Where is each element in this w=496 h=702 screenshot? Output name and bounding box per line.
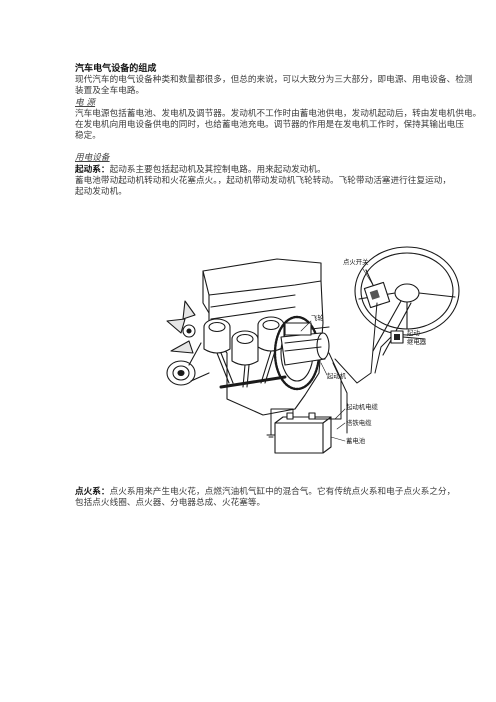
ignition-switch-drawing bbox=[363, 269, 391, 309]
starting-system-diagram: 点火开关 飞轮 起动 继电器 起动机 起动机电缆 搭铁电缆 蓄电池 bbox=[145, 223, 496, 468]
leader-lines bbox=[300, 268, 374, 442]
document-title: 汽车电气设备的组成 bbox=[75, 64, 157, 74]
devices-heading: 用电设备 bbox=[75, 153, 110, 163]
starting-system-illustration: 点火开关 飞轮 起动 继电器 起动机 起动机电缆 搭铁电缆 蓄电池 bbox=[166, 246, 460, 454]
starter-relay-drawing bbox=[390, 330, 404, 344]
starter-motor-drawing bbox=[280, 322, 330, 366]
label-starter-cable: 起动机电缆 bbox=[346, 402, 379, 411]
power-line-1: 汽车电源包括蓄电池、发电机及调节器。发动机不工作时由蓄电池供电，发动机起动后，转… bbox=[75, 109, 482, 119]
wiring-drawing bbox=[266, 302, 426, 438]
starting-system-line-2: 蓄电池带动起动机转动和火花塞点火。，起动机带动发动机飞轮转动。飞轮带动活塞进行往… bbox=[75, 176, 452, 186]
starting-system-text: 起动系主要包括起动机及其控制电路。用来起动发动机。 bbox=[109, 165, 326, 175]
starting-system-line-1: 起动系：起动系主要包括起动机及其控制电路。用来起动发动机。 bbox=[75, 165, 326, 176]
label-starter-relay-1: 起动 bbox=[407, 329, 420, 337]
intro-line-1: 现代汽车的电气设备种类和数量都很多，但总的来说，可以大致分为三大部分，即电源、用… bbox=[75, 75, 473, 85]
power-heading: 电 源 bbox=[75, 98, 96, 108]
label-battery: 蓄电池 bbox=[346, 436, 366, 445]
label-ignition-switch: 点火开关 bbox=[343, 257, 369, 266]
battery-drawing bbox=[274, 412, 332, 454]
pistons-drawing bbox=[203, 316, 287, 389]
power-line-2: 在发电机向用电设备供电的同时，也给蓄电池充电。调节器的作用是在发电机工作时，保持… bbox=[75, 120, 464, 130]
ignition-system-text: 点火系用来产生电火花，点燃汽油机气缸中的混合气。它有传统点火系和电子点火系之分， bbox=[109, 487, 456, 497]
intro-line-2: 装置及全车电路。 bbox=[75, 86, 145, 96]
starting-system-line-3: 起动发动机。 bbox=[75, 187, 127, 197]
power-line-3: 稳定。 bbox=[75, 131, 101, 141]
label-starter-motor: 起动机 bbox=[327, 371, 347, 380]
starting-system-label: 起动系： bbox=[75, 165, 110, 175]
ignition-system-line-1: 点火系：点火系用来产生电火花，点燃汽油机气缸中的混合气。它有传统点火系和电子点火… bbox=[75, 487, 455, 498]
label-ground-cable: 搭铁电缆 bbox=[346, 418, 372, 427]
ignition-system-label: 点火系： bbox=[75, 487, 110, 497]
label-flywheel: 飞轮 bbox=[311, 313, 324, 322]
label-starter-relay-2: 继电器 bbox=[407, 337, 427, 346]
ignition-system-line-2: 包括点火线圈、点火器、分电器总成、火花塞等。 bbox=[75, 498, 266, 508]
